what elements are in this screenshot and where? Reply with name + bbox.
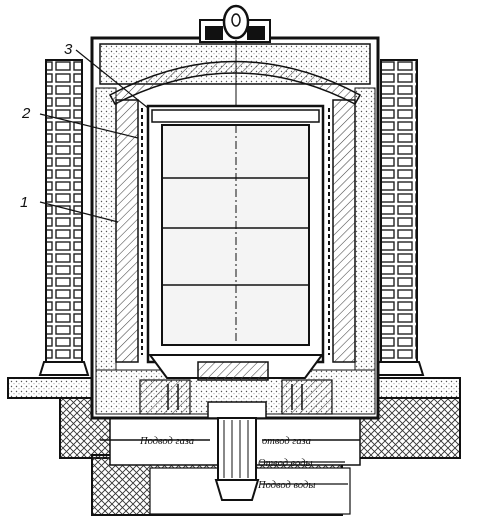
callout-2: 2 [21, 105, 31, 122]
work-basket [161, 124, 310, 346]
right-side-column [373, 59, 425, 376]
left-side-column [38, 59, 90, 376]
callout-3: 3 [64, 41, 73, 58]
callout-1: 1 [20, 194, 28, 211]
refractory-lining [115, 99, 356, 363]
furnace-lid [99, 4, 371, 120]
hearth-and-fan [100, 354, 360, 501]
heating-elements [141, 108, 330, 355]
caption-gas-outlet: отвод газа [262, 436, 311, 447]
caption-gas-inlet: Подвод газа [139, 436, 194, 447]
caption-water-outlet: Отвод воды [258, 458, 313, 469]
leader-lines [39, 49, 149, 223]
caption-water-inlet: Подвод воды [257, 480, 315, 491]
